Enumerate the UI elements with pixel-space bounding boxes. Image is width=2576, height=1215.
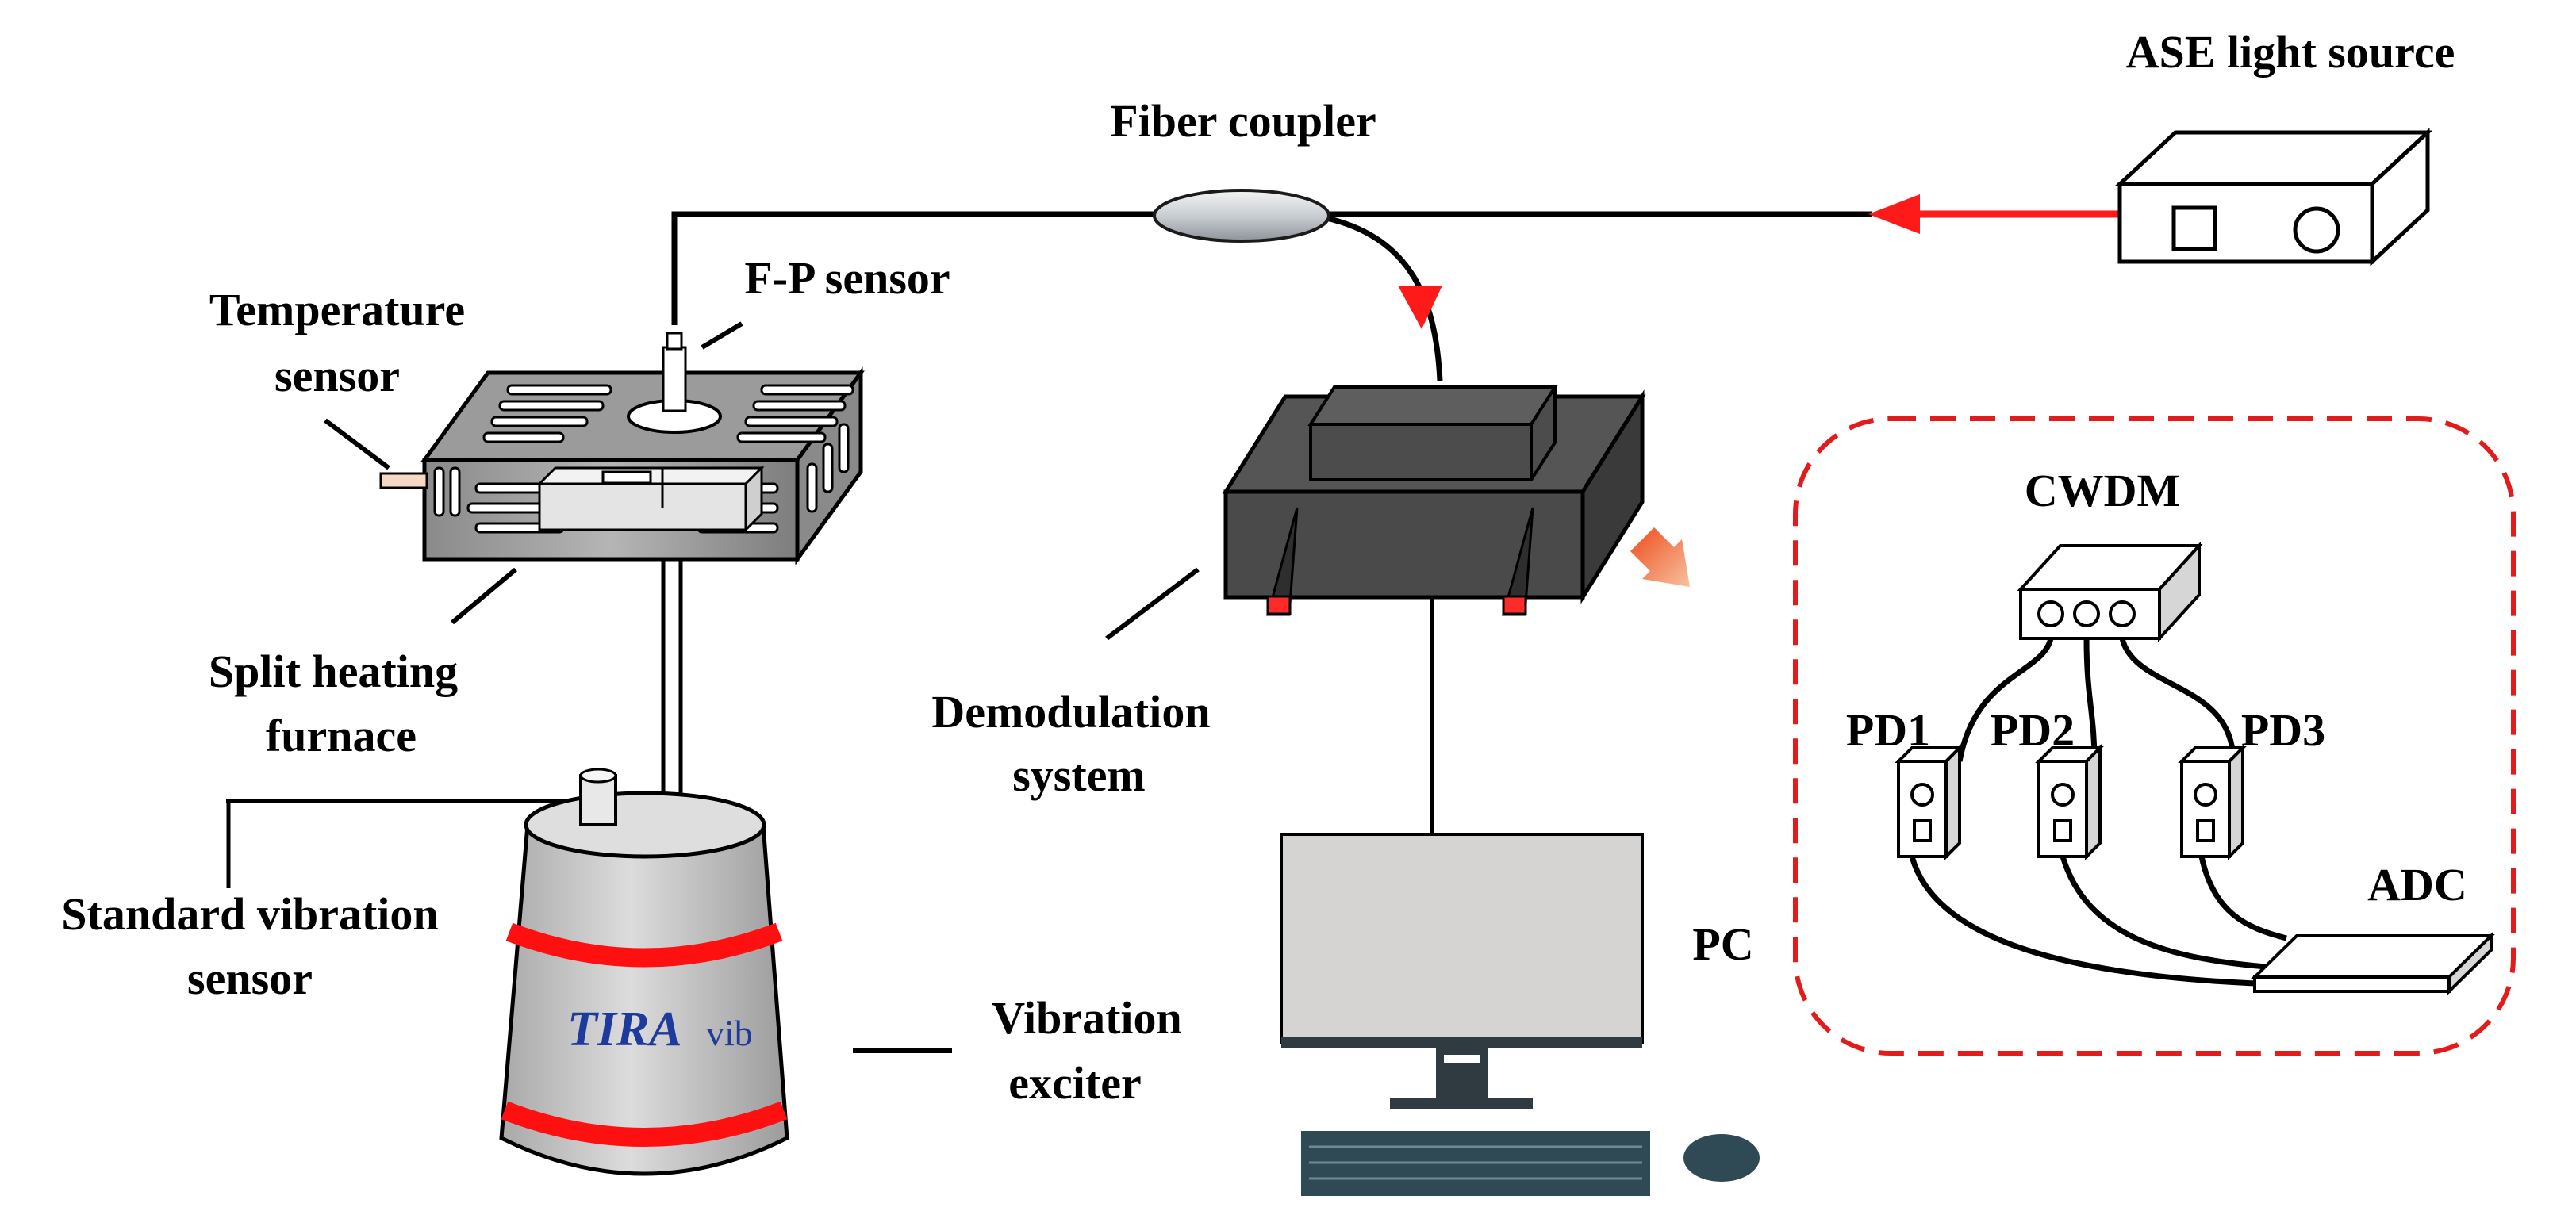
fp-sensor-probe [662,332,687,412]
vibration-exciter-label-line2: exciter [1008,1057,1141,1109]
coupler-to-demodulation-fiber [1326,215,1443,381]
main-fiber-line [671,211,1872,325]
standard-vibration-sensor-label-line2: sensor [187,952,313,1004]
split-heating-furnace-label-line1: Split heating [209,646,458,697]
pd-to-adc-cables [1909,855,2287,987]
standard-vibration-sensor-label-line1: Standard vibration [61,888,438,940]
pc-monitor [1280,833,1644,1109]
fiber-coupler-label: Fiber coupler [1110,95,1376,147]
cwdm-box [2017,541,2203,643]
ase-light-source-box [2114,128,2433,266]
photodetector-pd3 [2178,744,2247,860]
temperature-sensor-label-line1: Temperature [209,284,465,335]
pd3-label: PD3 [2241,704,2325,756]
label-leader-lines [324,321,1200,1053]
tira-vib-label: vib [706,1013,753,1053]
demodulation-system-box [1222,385,1646,837]
ase-round-knob-icon [2293,206,2340,254]
fp-sensor-label: F-P sensor [744,252,950,304]
vibration-exciter-label-line1: Vibration [992,992,1182,1044]
cwdm-to-pd-cables [1956,637,2236,762]
keyboard [1301,1131,1650,1196]
pd2-label: PD2 [1991,704,2075,756]
ase-light-source-label: ASE light source [2126,26,2455,78]
demodulation-system-label-line2: system [1012,749,1146,801]
ase-square-button-icon [2171,205,2217,251]
vibration-exciter [226,768,789,1176]
pc-label: PC [1692,918,1753,970]
split-heating-furnace [420,366,865,825]
fiber-coupler [1153,189,1330,243]
ase-signal-arrow [1868,194,2120,234]
photodetector-pd1 [1895,744,1964,860]
mouse [1683,1134,1760,1182]
cwdm-label: CWDM [2025,465,2181,516]
adc-box [2251,932,2495,995]
temperature-sensor-probe [379,472,428,489]
split-heating-furnace-label-line2: furnace [266,710,417,761]
down-arrow-to-demodulation [1398,286,1442,329]
photodetector-pd2 [2035,744,2104,860]
adc-label: ADC [2367,859,2467,910]
demodulation-system-label-line1: Demodulation [931,686,1210,738]
temperature-sensor-label-line2: sensor [274,350,400,401]
inset-pointer-arrow [1630,527,1690,587]
pd1-label: PD1 [1846,704,1930,756]
tira-brand-label: TIRA [567,1002,682,1056]
